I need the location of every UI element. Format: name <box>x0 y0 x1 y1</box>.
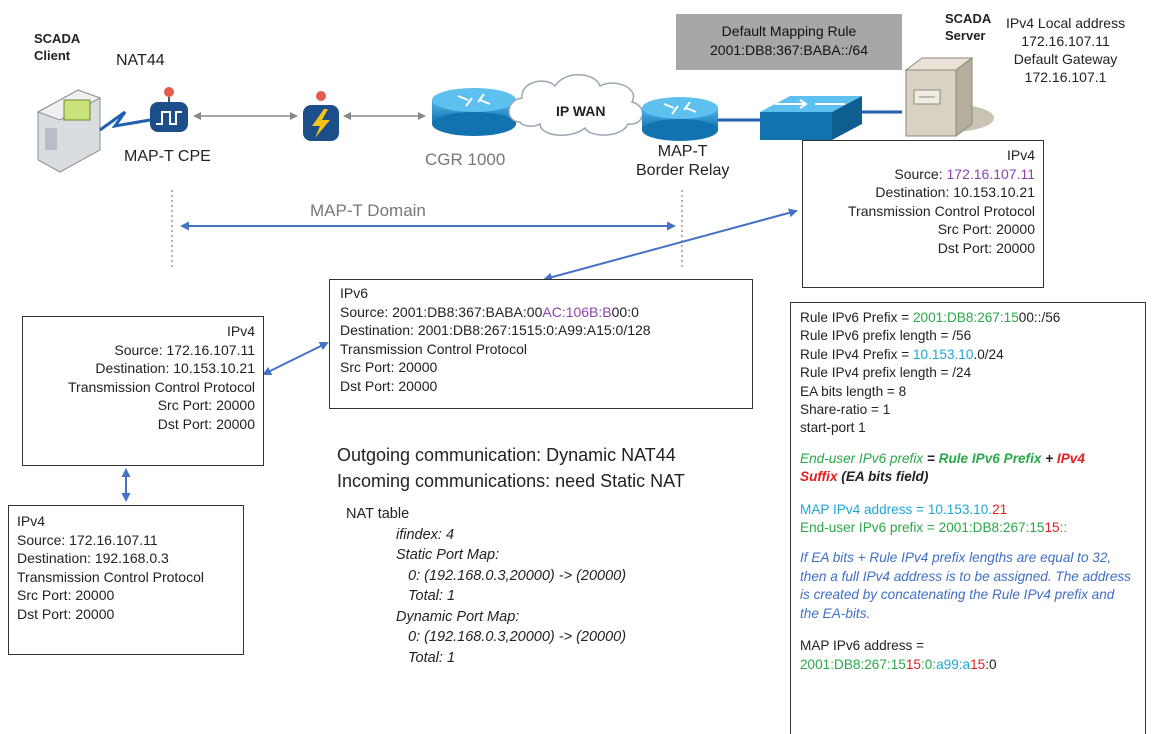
dst-port-line: Dst Port: 20000 <box>937 239 1035 256</box>
incoming-note: Incoming communications: need Static NAT <box>337 471 685 491</box>
src-port-line: Src Port: 20000 <box>937 221 1035 237</box>
mapping-rule-title: Default Mapping Rule <box>721 23 857 39</box>
ipv4-cpe-packet-box: IPv4 Source: 172.16.107.11 Destination: … <box>22 316 264 466</box>
lightning-device-icon <box>303 91 339 141</box>
nat-table-title: NAT table <box>346 506 410 522</box>
ipv6-packet-box: IPv6 Source: 2001:DB8:367:BABA:00AC:106B… <box>329 279 753 409</box>
communication-notes: Outgoing communication: Dynamic NAT44 In… <box>337 442 685 494</box>
switch-icon <box>760 96 862 140</box>
nat-dynamic-total: Total: 1 <box>408 649 456 666</box>
border-relay-label: MAP-T Border Relay <box>636 143 730 179</box>
map-t-cpe-label: MAP-T CPE <box>124 148 211 165</box>
rule-ipv6-prefix: Rule IPv6 Prefix = 2001:DB8:267:1500::/5… <box>800 310 1061 325</box>
protocol-line: Transmission Control Protocol <box>848 202 1035 219</box>
rule-ipv4-prefix: Rule IPv4 Prefix = 10.153.10.0/24 <box>800 346 1004 362</box>
box-title: IPv4 <box>226 323 255 339</box>
nat-dynamic-heading: Dynamic Port Map: <box>396 608 520 625</box>
map-rule-box: Rule IPv6 Prefix = 2001:DB8:267:1500::/5… <box>790 302 1146 734</box>
nat-static-heading: Static Port Map: <box>396 547 500 563</box>
destination-line: Destination: 2001:DB8:267:1515:0:A99:A15… <box>340 322 651 338</box>
source-line: Source: 2001:DB8:367:BABA:00AC:106B:B00:… <box>340 303 639 320</box>
scada-client-label: SCADA Client <box>34 31 81 63</box>
cgr-1000-label: CGR 1000 <box>425 150 506 169</box>
nat-static-entry: 0: (192.168.0.3,20000) -> (20000) <box>408 567 627 584</box>
ipv4-cpe-ipv6-arrow <box>262 342 329 375</box>
protocol-line: Transmission Control Protocol <box>17 568 204 585</box>
source-line: Source: 172.16.107.11 <box>894 165 1036 182</box>
mapping-rule-prefix: 2001:DB8:367:BABA::/64 <box>710 42 868 58</box>
destination-line: Destination: 192.168.0.3 <box>17 550 169 566</box>
rule-ipv6-prefix-length: Rule IPv6 prefix length = /56 <box>800 328 972 344</box>
concatenation-note: If EA bits + Rule IPv4 prefix lengths ar… <box>800 550 1131 621</box>
protocol-line: Transmission Control Protocol <box>68 378 255 395</box>
scada-server-label: SCADA Server <box>945 11 992 43</box>
source-address: 172.16.107.11 <box>946 165 1036 182</box>
scada-client-icon <box>36 89 102 173</box>
dst-port-line: Dst Port: 20000 <box>340 377 438 394</box>
ip-wan-cloud <box>508 74 644 136</box>
default-mapping-rule-box: Default Mapping Rule 2001:DB8:367:BABA::… <box>676 14 902 70</box>
cgr-router-icon <box>432 88 516 136</box>
dst-port-line: Dst Port: 20000 <box>17 605 115 622</box>
nat-table: NAT table ifindex: 4 Static Port Map: 0:… <box>346 504 626 668</box>
box-title: IPv4 <box>17 513 46 529</box>
scada-server-icon <box>904 57 994 137</box>
map-t-cpe-icon <box>150 87 188 132</box>
map-ipv6-address: 2001:DB8:267:1515:0:a99:a15:0 <box>800 656 997 672</box>
box-title: IPv4 <box>1006 147 1035 163</box>
nat-ifindex: ifindex: 4 <box>396 526 455 543</box>
destination-line: Destination: 10.153.10.21 <box>95 360 255 376</box>
protocol-line: Transmission Control Protocol <box>340 340 527 357</box>
formula: End-user IPv6 prefix = Rule IPv6 Prefix … <box>800 450 1085 485</box>
map-ipv4-address: MAP IPv4 address = 10.153.10.21 <box>800 501 1008 517</box>
client-link <box>99 110 151 132</box>
ipv6-ipv4-server-arrow <box>543 208 798 282</box>
ipv4-server-packet-box: IPv4 Source: 172.16.107.11 Destination: … <box>802 140 1044 288</box>
rule-ipv4-prefix-length: Rule IPv4 prefix length = /24 <box>800 365 972 381</box>
start-port: start-port 1 <box>800 420 866 436</box>
server-address-info: IPv4 Local address 172.16.107.11 Default… <box>1006 15 1126 85</box>
src-port-line: Src Port: 20000 <box>17 587 115 603</box>
box-title: IPv6 <box>340 285 369 301</box>
ip-wan-label: IP WAN <box>556 103 606 119</box>
src-port-line: Src Port: 20000 <box>340 359 438 375</box>
dst-port-line: Dst Port: 20000 <box>157 415 255 432</box>
source-line: Source: 172.16.107.11 <box>114 341 255 358</box>
ea-bits-length: EA bits length = 8 <box>800 383 907 399</box>
src-port-line: Src Port: 20000 <box>157 397 255 413</box>
destination-line: Destination: 10.153.10.21 <box>875 184 1035 200</box>
nat-static-total: Total: 1 <box>408 588 456 604</box>
end-user-ipv6-prefix: End-user IPv6 prefix = 2001:DB8:267:1515… <box>800 520 1068 536</box>
source-line: Source: 172.16.107.11 <box>17 531 158 548</box>
map-ipv6-address-label: MAP IPv6 address = <box>800 638 925 654</box>
outgoing-note: Outgoing communication: Dynamic NAT44 <box>337 445 676 465</box>
nat44-label: NAT44 <box>116 52 165 69</box>
ipv4-client-packet-box: IPv4 Source: 172.16.107.11 Destination: … <box>8 505 244 655</box>
nat-dynamic-entry: 0: (192.168.0.3,20000) -> (20000) <box>408 629 627 645</box>
border-relay-router-icon <box>642 97 718 141</box>
share-ratio: Share-ratio = 1 <box>800 402 891 418</box>
map-t-domain-label: MAP-T Domain <box>310 201 426 220</box>
